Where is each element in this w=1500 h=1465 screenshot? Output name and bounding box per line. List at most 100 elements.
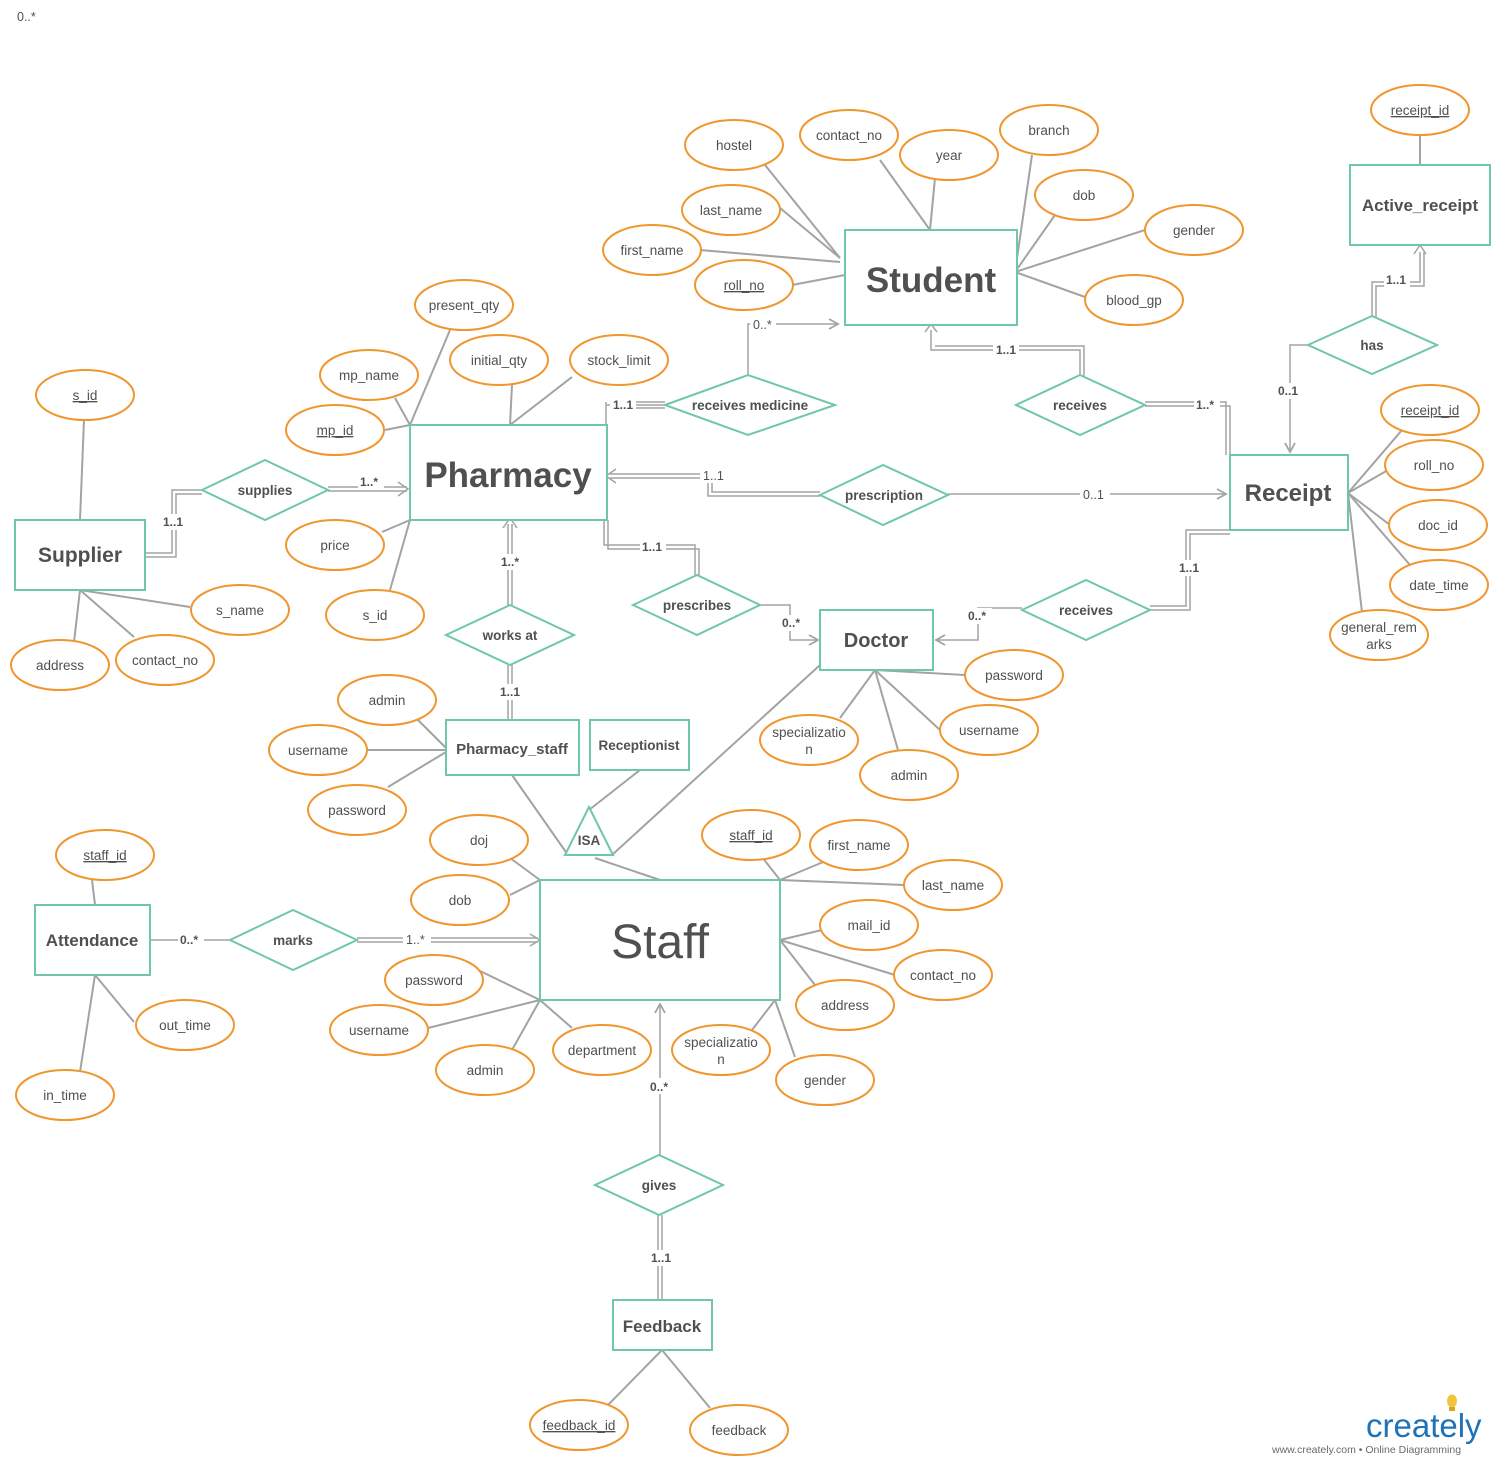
svg-text:s_id: s_id (73, 388, 98, 403)
attribute-contact-no[interactable]: contact_no (115, 634, 215, 686)
attribute-feedback-id-key[interactable]: feedback_id (529, 1399, 629, 1451)
entity-staff[interactable]: Staff (539, 879, 781, 1001)
attribute-contact-no[interactable]: contact_no (893, 949, 993, 1001)
attribute-doc-id[interactable]: doc_id (1388, 499, 1488, 551)
attribute-dob[interactable]: dob (1034, 169, 1134, 221)
relationship-prescribes[interactable]: prescribes (630, 573, 763, 637)
svg-text:n: n (805, 742, 813, 757)
tagline: www.creately.com • Online Diagramming (1271, 1444, 1461, 1456)
cardinality: 0..* (968, 609, 986, 623)
entity-pharmacy-staff[interactable]: Pharmacy_staff (445, 719, 580, 776)
relationship-gives[interactable]: gives (592, 1153, 726, 1217)
attribute-dob[interactable]: dob (410, 874, 510, 926)
cardinality: 1..* (501, 555, 519, 569)
svg-text:contact_no: contact_no (910, 968, 976, 983)
attribute-admin[interactable]: admin (337, 674, 437, 726)
attribute-department[interactable]: department (552, 1024, 652, 1076)
relationship-prescription[interactable]: prescription (817, 463, 951, 527)
relationship-has[interactable]: has (1305, 314, 1440, 376)
attribute-date-time[interactable]: date_time (1389, 559, 1489, 611)
cardinality: 1..* (360, 475, 378, 489)
attribute-admin[interactable]: admin (859, 749, 959, 801)
entity-receptionist[interactable]: Receptionist (589, 719, 690, 771)
attribute-present-qty[interactable]: present_qty (414, 279, 514, 331)
attribute-stock-limit[interactable]: stock_limit (569, 334, 669, 386)
attribute-mail-id[interactable]: mail_id (819, 899, 919, 951)
attribute-year[interactable]: year (899, 129, 999, 181)
svg-text:doj: doj (470, 833, 488, 848)
attribute-username[interactable]: username (939, 704, 1039, 756)
relationship-supplies[interactable]: supplies (199, 458, 331, 522)
relationship-receives-doctor[interactable]: receives (1019, 578, 1153, 642)
svg-text:contact_no: contact_no (132, 653, 198, 668)
attribute-price[interactable]: price (285, 519, 385, 571)
attribute-address[interactable]: address (795, 979, 895, 1031)
attribute-specialization[interactable]: specializatio n (759, 714, 859, 766)
attribute-branch[interactable]: branch (999, 104, 1099, 156)
cardinality: 1..1 (613, 398, 633, 412)
svg-text:last_name: last_name (700, 203, 762, 218)
attribute-gender[interactable]: gender (1144, 204, 1244, 256)
cardinality: 1..1 (703, 469, 724, 483)
svg-text:doc_id: doc_id (1418, 518, 1458, 533)
attribute-feedback[interactable]: feedback (689, 1404, 789, 1456)
relationship-receives-student[interactable]: receives (1013, 373, 1148, 437)
attribute-mp-name[interactable]: mp_name (319, 349, 419, 401)
entity-doctor[interactable]: Doctor (819, 609, 934, 671)
attribute-first-name[interactable]: first_name (602, 224, 702, 276)
attribute-address[interactable]: address (10, 639, 110, 691)
attribute-receipt-id-key[interactable]: receipt_id (1370, 84, 1470, 136)
entity-student[interactable]: Student (844, 229, 1018, 326)
entity-label: Feedback (623, 1317, 702, 1336)
entity-active-receipt[interactable]: Active_receipt (1349, 164, 1491, 246)
attribute-doj[interactable]: doj (429, 814, 529, 866)
relationship-isa[interactable]: ISA (563, 804, 615, 856)
entity-receipt[interactable]: Receipt (1229, 454, 1349, 531)
entity-label: Attendance (46, 931, 139, 950)
attribute-password[interactable]: password (964, 649, 1064, 701)
attribute-specialization[interactable]: specializatio n (671, 1024, 771, 1076)
svg-text:last_name: last_name (922, 878, 984, 893)
attribute-last-name[interactable]: last_name (681, 184, 781, 236)
entity-attendance[interactable]: Attendance (34, 904, 151, 976)
attribute-admin[interactable]: admin (435, 1044, 535, 1096)
attribute-gender[interactable]: gender (775, 1054, 875, 1106)
attribute-roll-no-key[interactable]: roll_no (694, 259, 794, 311)
relationship-receives-medicine[interactable]: receives medicine (662, 373, 839, 437)
attribute-s-id-key[interactable]: s_id (35, 369, 135, 421)
svg-text:date_time: date_time (1409, 578, 1468, 593)
attribute-mp-id-key[interactable]: mp_id (285, 404, 385, 456)
attribute-in-time[interactable]: in_time (15, 1069, 115, 1121)
attribute-username[interactable]: username (268, 724, 368, 776)
attribute-initial-qty[interactable]: initial_qty (449, 334, 549, 386)
svg-text:mp_id: mp_id (317, 423, 354, 438)
attribute-general-remarks[interactable]: general_rem arks (1329, 609, 1429, 661)
svg-text:prescribes: prescribes (663, 598, 731, 613)
attribute-blood-gp[interactable]: blood_gp (1084, 274, 1184, 326)
attribute-staff-id-key[interactable]: staff_id (701, 809, 801, 861)
attribute-password[interactable]: password (384, 954, 484, 1006)
attribute-roll-no[interactable]: roll_no (1384, 439, 1484, 491)
attribute-last-name[interactable]: last_name (903, 859, 1003, 911)
entity-pharmacy[interactable]: Pharmacy (409, 424, 608, 521)
attribute-username[interactable]: username (329, 1004, 429, 1056)
attribute-password[interactable]: password (307, 784, 407, 836)
svg-text:dob: dob (449, 893, 472, 908)
attribute-first-name[interactable]: first_name (809, 819, 909, 871)
entity-label: Pharmacy_staff (456, 741, 569, 758)
entity-feedback[interactable]: Feedback (612, 1299, 713, 1351)
attribute-hostel[interactable]: hostel (684, 119, 784, 171)
attribute-s-name[interactable]: s_name (190, 584, 290, 636)
svg-text:receives medicine: receives medicine (692, 398, 809, 413)
attribute-receipt-id-key[interactable]: receipt_id (1380, 384, 1480, 436)
svg-text:username: username (959, 723, 1019, 738)
cardinality: 0..* (753, 318, 772, 332)
attribute-s-id[interactable]: s_id (325, 589, 425, 641)
attribute-staff-id-key[interactable]: staff_id (55, 829, 155, 881)
attribute-contact-no[interactable]: contact_no (799, 109, 899, 161)
svg-text:price: price (320, 538, 349, 553)
relationship-marks[interactable]: marks (227, 908, 360, 972)
relationship-works-at[interactable]: works at (443, 603, 577, 667)
entity-supplier[interactable]: Supplier (14, 519, 146, 591)
attribute-out-time[interactable]: out_time (135, 999, 235, 1051)
